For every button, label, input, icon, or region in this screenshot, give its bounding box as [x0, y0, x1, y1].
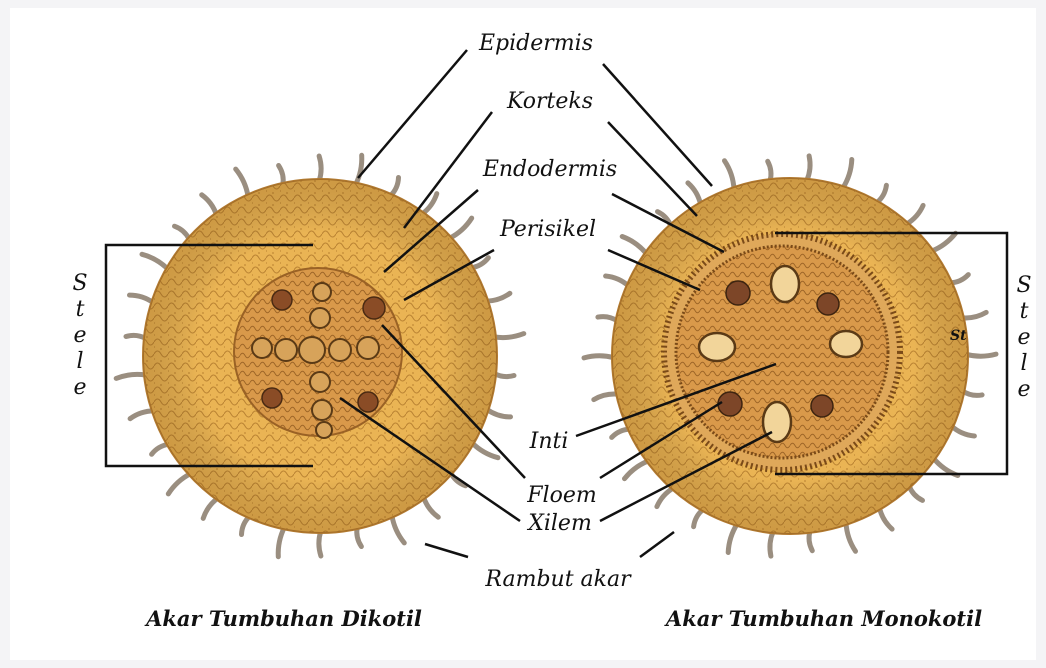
label-xilem: Xilem: [526, 511, 592, 536]
root-hair: [319, 531, 321, 556]
root-hair: [966, 354, 996, 356]
root-hair: [584, 356, 614, 358]
label-endodermis: Endodermis: [482, 157, 617, 182]
stele-letter: e: [73, 375, 86, 400]
caption-dicot: Akar Tumbuhan Dikotil: [144, 606, 422, 631]
stele-letter: l: [76, 349, 83, 374]
stele-label-left: Stele: [72, 271, 87, 400]
stele-letter: e: [73, 323, 86, 348]
label-perisikel: Perisikel: [499, 217, 596, 242]
label-epidermis: Epidermis: [478, 31, 593, 56]
stele-letter: l: [1020, 351, 1027, 376]
stele-letter: e: [1017, 325, 1030, 350]
label-inti: Inti: [529, 429, 569, 454]
stele-letter: e: [1017, 377, 1030, 402]
label-floem: Floem: [526, 483, 596, 508]
stele-label-right: Stele: [1016, 273, 1031, 402]
stele-letter: S: [1016, 273, 1031, 298]
caption-monocot: Akar Tumbuhan Monokotil: [664, 606, 982, 631]
stele-letter: S: [72, 271, 87, 296]
stele-letter: t: [1020, 299, 1029, 324]
label-rambut-akar: Rambut akar: [484, 567, 632, 592]
label-korteks: Korteks: [506, 89, 593, 114]
stele-letter: t: [76, 297, 85, 322]
label-st-mark: St: [950, 328, 967, 344]
root-hair: [319, 156, 321, 181]
